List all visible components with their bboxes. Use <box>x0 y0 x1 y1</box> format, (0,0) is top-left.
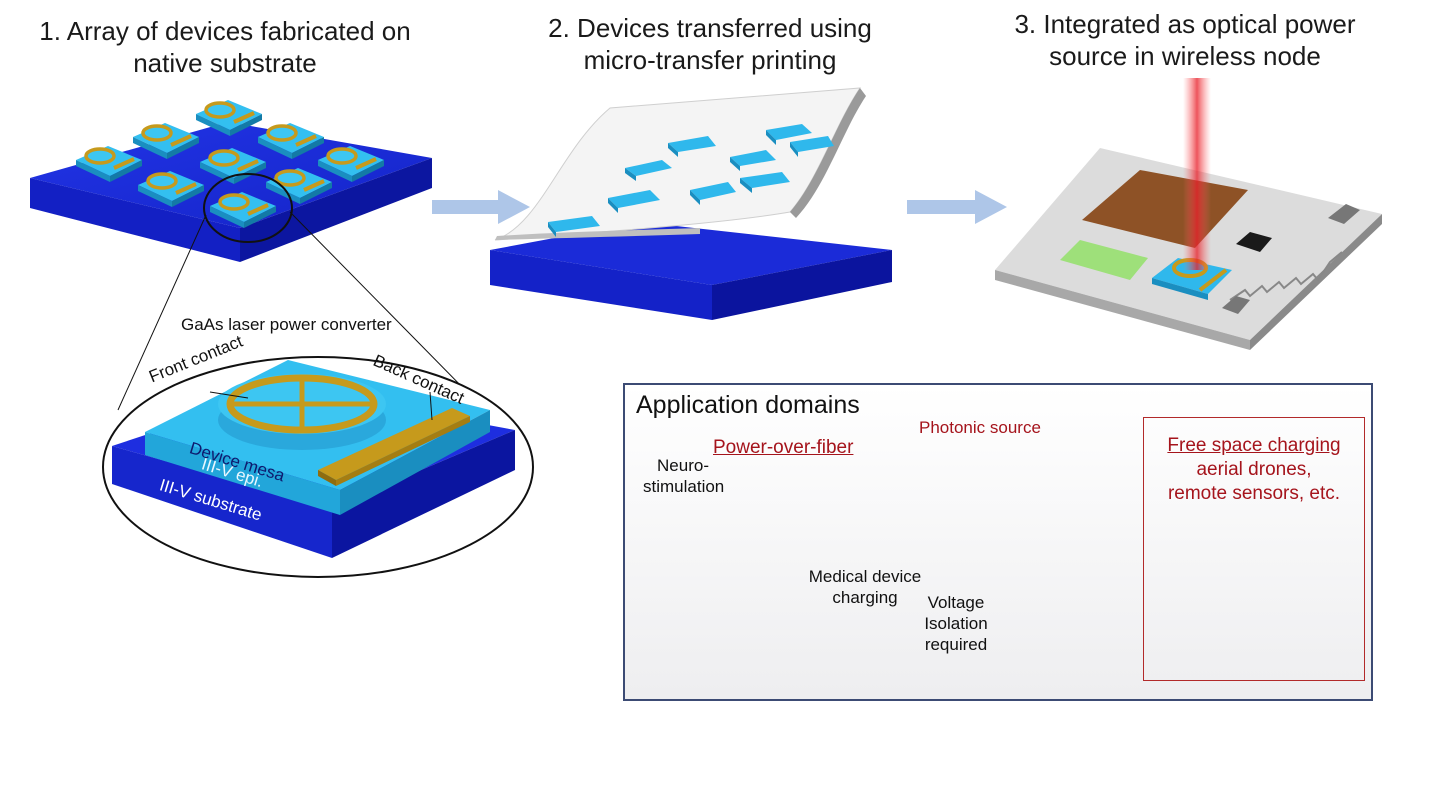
array-device <box>200 148 266 184</box>
step1-title-line1: 1. Array of devices fabricated on <box>39 16 411 46</box>
stamp-device <box>625 160 672 181</box>
array-device <box>258 123 324 159</box>
free-space-line3: remote sensors, etc. <box>1167 483 1341 504</box>
application-domains-panel: Application domains Power-over-fiber Pho… <box>623 383 1373 701</box>
array-device <box>318 146 384 182</box>
voltage-line2: Isolation <box>924 614 988 633</box>
stamp-device <box>730 150 776 171</box>
voltage-line3: required <box>924 635 988 654</box>
medical-line1: Medical device <box>808 567 922 586</box>
neuro-line1: Neuro- <box>657 456 709 475</box>
device-array <box>76 100 384 228</box>
stamp-device <box>548 216 600 237</box>
voltage-isolation-label: Voltage Isolation required <box>915 592 997 655</box>
stamp-device <box>790 136 834 157</box>
zoom-circle <box>203 173 293 243</box>
step2-title-line2: micro-transfer printing <box>583 45 837 75</box>
arrow-step1-to-2 <box>432 190 530 224</box>
photonic-source-label: Photonic source <box>919 418 1041 437</box>
zoom-line-left <box>117 214 207 411</box>
step2-title-line1: 2. Devices transferred using <box>548 13 872 43</box>
node-pad-left <box>1222 296 1250 314</box>
stamp-device <box>740 172 790 193</box>
laser-beam-vertical <box>1183 78 1211 270</box>
power-over-fiber-label: Power-over-fiber <box>713 437 854 458</box>
step3-title: 3. Integrated as optical power source in… <box>990 8 1380 72</box>
free-space-charging-box: Free space charging aerial drones, remot… <box>1143 417 1365 681</box>
free-space-line2: aerial drones, <box>1196 459 1312 480</box>
step3-title-line1: 3. Integrated as optical power <box>1014 9 1356 39</box>
node-ic-black <box>1236 232 1272 252</box>
free-space-title: Free space charging <box>1167 435 1341 456</box>
stamp-device <box>766 124 812 145</box>
step1-title: 1. Array of devices fabricated on native… <box>20 15 430 79</box>
array-device <box>76 146 142 182</box>
stamp-device <box>668 136 716 157</box>
device-array-substrate <box>30 122 432 262</box>
free-space-text: Free space charging aerial drones, remot… <box>1144 434 1364 506</box>
stamp <box>494 87 866 241</box>
stamp-device <box>608 190 660 213</box>
transferred-devices <box>548 124 834 237</box>
medical-device-label: Medical device charging <box>803 566 927 608</box>
application-domains-title: Application domains <box>636 391 860 419</box>
device-detail <box>112 360 515 558</box>
node-antenna <box>1229 251 1343 301</box>
node-pad-right <box>1328 204 1360 224</box>
medical-line2: charging <box>832 588 898 607</box>
array-device <box>210 192 276 228</box>
voltage-line1: Voltage <box>927 593 985 612</box>
step2-title: 2. Devices transferred using micro-trans… <box>520 12 900 76</box>
neuro-stimulation-label: Neuro- stimulation <box>643 455 725 497</box>
target-substrate <box>490 222 892 320</box>
step1-title-line2: native substrate <box>133 48 317 78</box>
array-device <box>138 171 204 207</box>
node-battery-green <box>1060 240 1148 280</box>
array-device <box>133 123 199 159</box>
step3-title-line2: source in wireless node <box>1049 41 1321 71</box>
stamp-device <box>690 182 736 205</box>
array-device <box>196 100 262 136</box>
array-device <box>266 168 332 204</box>
device-title-label: GaAs laser power converter <box>181 315 392 334</box>
arrow-step2-to-3 <box>907 190 1007 224</box>
zoom-line-right <box>289 211 471 396</box>
neuro-line2: stimulation <box>643 477 725 496</box>
